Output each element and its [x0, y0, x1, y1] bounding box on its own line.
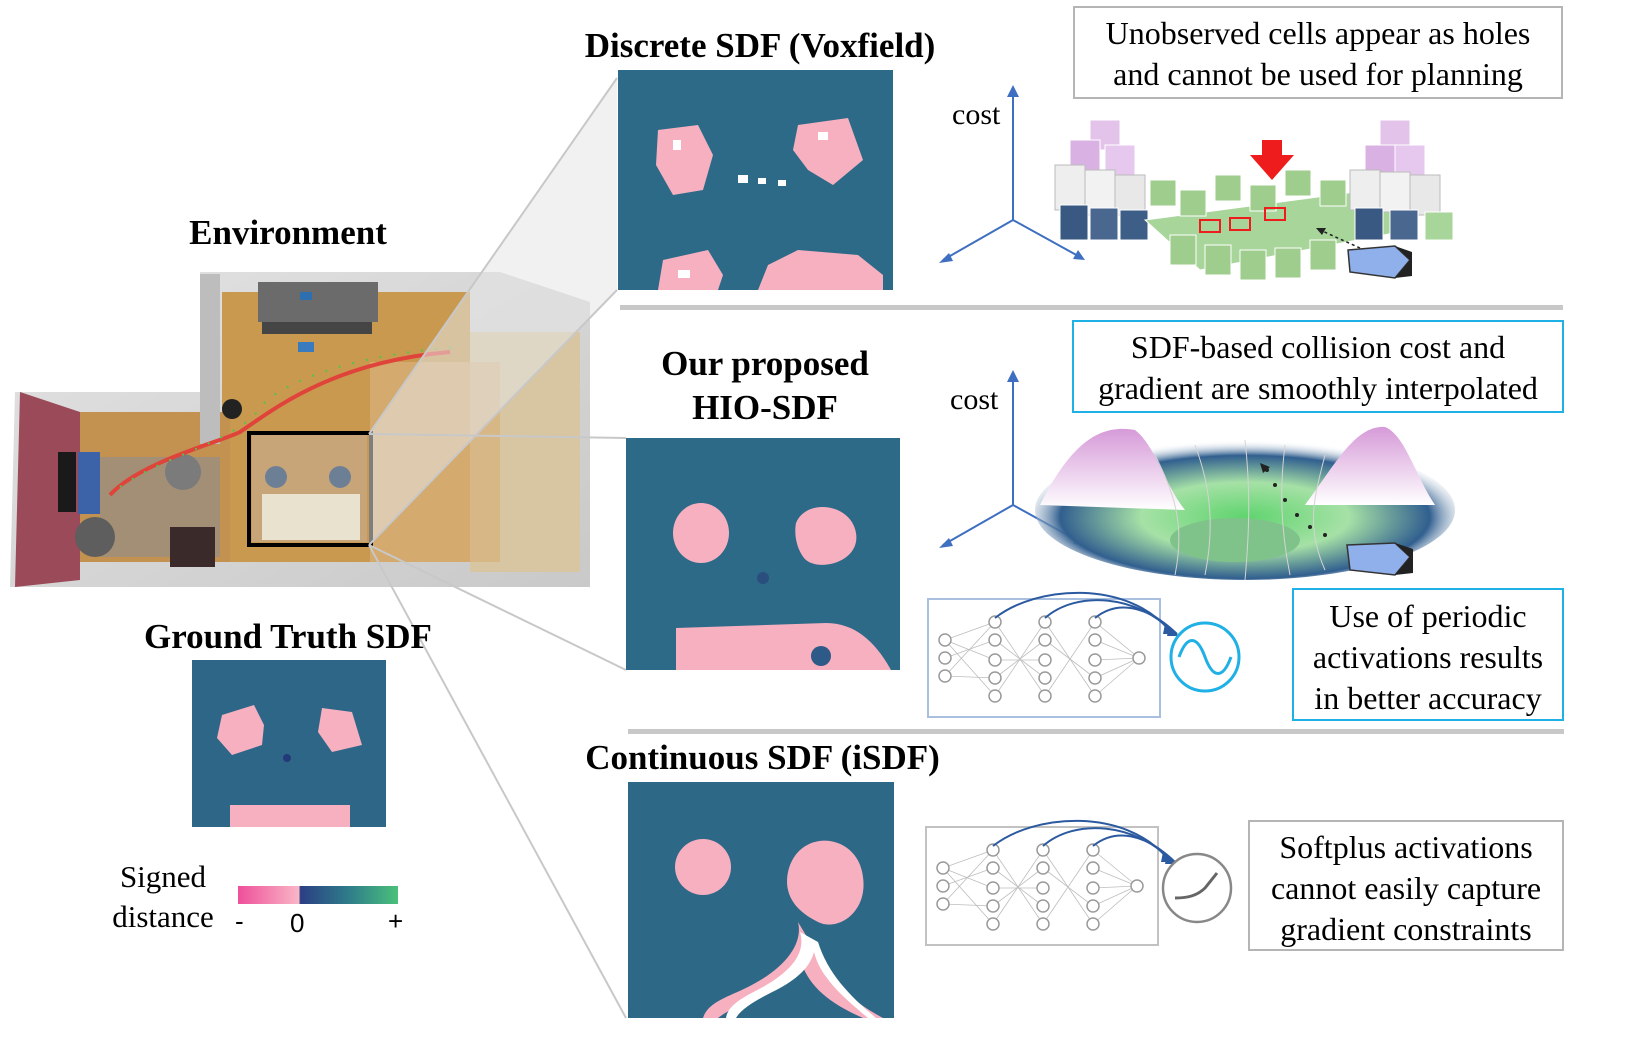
- hio-sdf-map: [626, 438, 900, 670]
- row2-caption-bottom: Use of periodic activations results in b…: [1292, 588, 1564, 721]
- row2-caption-top-line2: gradient are smoothly interpolated: [1098, 370, 1538, 406]
- row2-caption-bottom-line3: in better accuracy: [1314, 680, 1542, 716]
- row1-caption: Unobserved cells appear as holes and can…: [1073, 6, 1563, 99]
- environment-title: Environment: [189, 213, 387, 252]
- row3-caption-line2: cannot easily capture: [1270, 870, 1542, 906]
- row1-caption-line1: Unobserved cells appear as holes: [1105, 15, 1531, 51]
- row2-title: Our proposed HIO-SDF: [630, 342, 900, 430]
- colorbar: [238, 886, 398, 904]
- row2-caption-top-line1: SDF-based collision cost and: [1130, 329, 1506, 365]
- row2-caption-bottom-line1: Use of periodic: [1329, 598, 1527, 634]
- smooth-surface-illustration: [1035, 426, 1455, 581]
- row3-caption-line1: Softplus activations: [1279, 829, 1533, 865]
- voxel-cost-illustration: [1054, 119, 1454, 281]
- divider-bottom: [628, 729, 1564, 734]
- row1-axis-label: cost: [952, 98, 1001, 131]
- row2-caption-bottom-line2: activations results: [1312, 639, 1544, 675]
- row3-caption-line3: gradient constraints: [1280, 911, 1532, 947]
- row2-axis-label: cost: [950, 383, 999, 416]
- colorbar-label-line1: Signed: [119, 859, 207, 894]
- ground-truth-sdf: [192, 660, 386, 827]
- softplus-network-box: [925, 826, 1159, 946]
- row1-caption-line2: and cannot be used for planning: [1113, 56, 1523, 92]
- isdf-map: [628, 782, 894, 1018]
- row3-title: Continuous SDF (iSDF): [585, 738, 940, 777]
- siren-network: [938, 591, 1241, 703]
- colorbar-label: Signed distance: [108, 857, 218, 937]
- divider-top: [620, 305, 1563, 310]
- colorbar-label-line2: distance: [112, 899, 214, 934]
- siren-network-box: [927, 598, 1161, 718]
- colorbar-tick-minus: -: [235, 906, 244, 936]
- row1-title: Discrete SDF (Voxfield): [584, 26, 936, 65]
- row2-caption-top: SDF-based collision cost and gradient ar…: [1072, 320, 1564, 413]
- ground-truth-title: Ground Truth SDF: [144, 617, 432, 656]
- colorbar-tick-plus: +: [388, 906, 404, 936]
- row1-axes: [939, 85, 1085, 263]
- voxfield-sdf-map: [618, 70, 893, 290]
- row2-axes: [939, 370, 1085, 548]
- row2-title-line2: HIO-SDF: [692, 388, 838, 427]
- colorbar-tick-zero: 0: [290, 908, 305, 938]
- softplus-network: [936, 819, 1233, 931]
- row3-caption: Softplus activations cannot easily captu…: [1248, 820, 1564, 951]
- row2-title-line1: Our proposed: [661, 344, 869, 383]
